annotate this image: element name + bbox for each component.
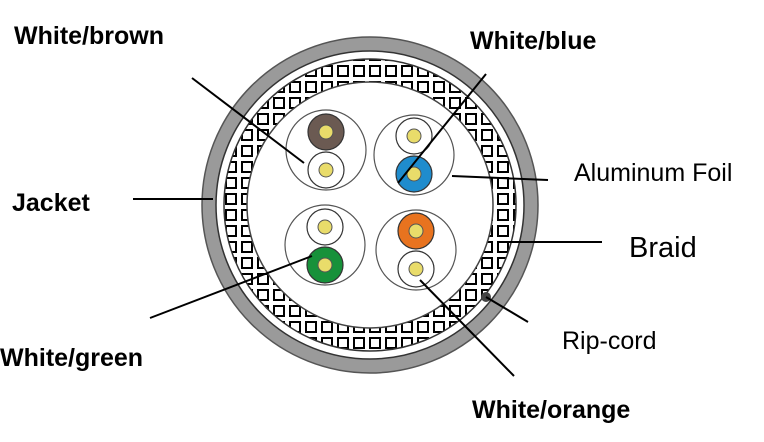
label-aluminum-foil: Aluminum Foil bbox=[574, 159, 732, 187]
leader-white-orange bbox=[419, 279, 515, 377]
braid-outline bbox=[223, 58, 517, 352]
label-jacket: Jacket bbox=[12, 189, 91, 217]
label-rip-cord: Rip-cord bbox=[562, 327, 656, 355]
pair-brown bbox=[285, 109, 367, 191]
leader-aluminum-foil bbox=[451, 175, 549, 181]
pair-blue bbox=[373, 114, 455, 196]
label-white-green: White/green bbox=[0, 344, 143, 372]
leader-white-green bbox=[149, 255, 313, 319]
label-braid: Braid bbox=[629, 232, 697, 264]
label-white-orange: White/orange bbox=[472, 396, 630, 424]
aluminum-foil bbox=[246, 81, 494, 329]
pair-orange bbox=[375, 209, 457, 291]
pair-green bbox=[284, 204, 366, 286]
label-white-blue: White/blue bbox=[470, 27, 596, 55]
leader-white-brown bbox=[191, 77, 305, 164]
label-white-brown: White/brown bbox=[14, 22, 164, 50]
leader-rip-cord bbox=[485, 296, 529, 323]
leader-white-blue bbox=[397, 73, 487, 184]
